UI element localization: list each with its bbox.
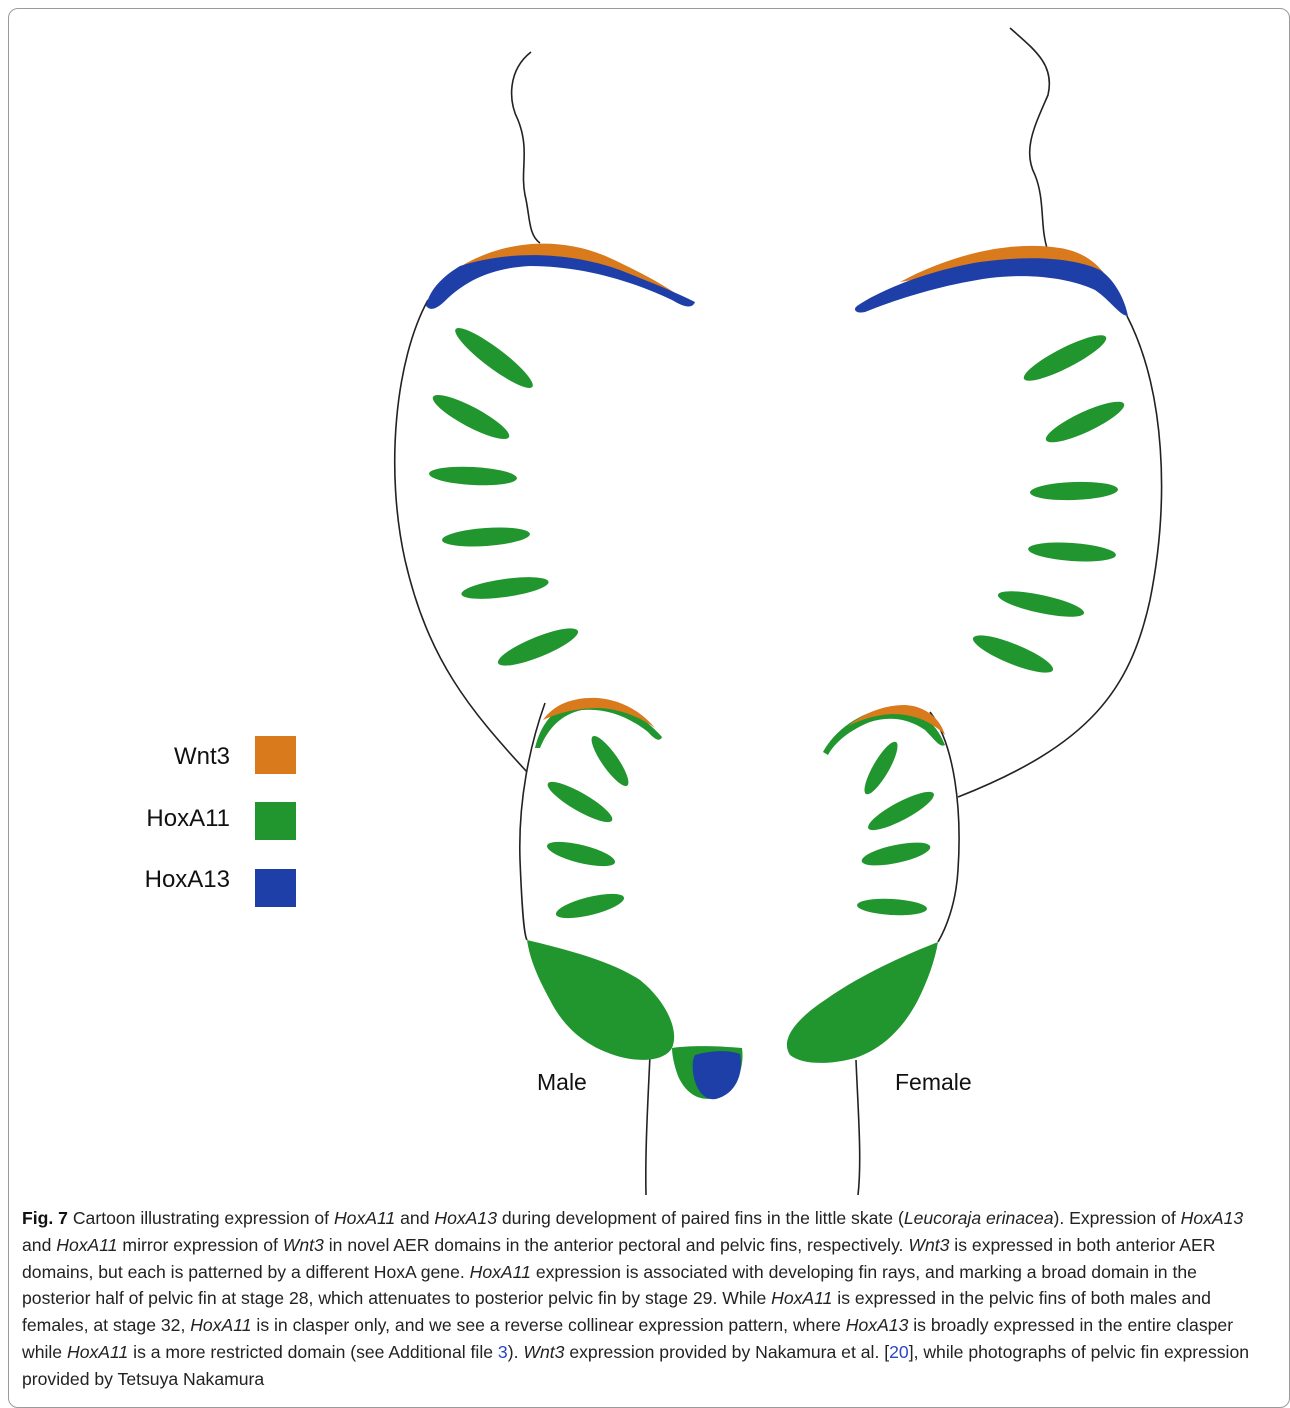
caption-text-segment: and	[22, 1235, 56, 1255]
caption-text-segment: is in clasper only, and we see a reverse…	[252, 1315, 846, 1335]
right-tail-line	[856, 1060, 860, 1195]
ray	[996, 586, 1086, 622]
clasper	[672, 1046, 743, 1099]
caption-text-segment: HoxA13	[1181, 1208, 1244, 1228]
caption-text-segment: Leucoraja erinacea	[904, 1208, 1054, 1228]
caption-reference-link[interactable]: 20	[889, 1342, 909, 1362]
ray	[860, 838, 932, 870]
caption-text-segment: HoxA11	[771, 1288, 832, 1308]
pectoral-aer-right	[855, 246, 1128, 316]
ray	[586, 732, 634, 790]
ray	[543, 776, 616, 829]
legend-swatch-hoxa11	[255, 802, 296, 840]
caption-text-segment: HoxA11	[470, 1262, 531, 1282]
ray	[545, 837, 617, 871]
caption-text-segment: and	[395, 1208, 434, 1228]
pelvic-aer-right	[823, 705, 945, 755]
right-pelvic-outline	[930, 712, 959, 942]
caption-text-segment: expression provided by Nakamura et al. [	[564, 1342, 889, 1362]
pectoral-aer-left	[426, 244, 695, 309]
legend-label-hoxa13: HoxA13	[100, 866, 230, 894]
caption-reference-link[interactable]: 3	[498, 1342, 508, 1362]
hoxa13-right-band	[855, 258, 1128, 316]
caption-text-segment: is a more restricted domain (see Additio…	[128, 1342, 498, 1362]
male-label: Male	[537, 1069, 587, 1096]
ray	[554, 889, 626, 923]
left-pelvic-rays	[543, 732, 633, 923]
legend-swatch-wnt3	[255, 736, 296, 774]
fin-cartoon	[0, 0, 1290, 1200]
ray	[857, 897, 928, 917]
caption-text-segment: Cartoon illustrating expression of	[68, 1208, 334, 1228]
caption-text-segment: HoxA13	[846, 1315, 909, 1335]
ray	[1030, 480, 1119, 501]
caption-text-segment: in novel AER domains in the anterior pec…	[324, 1235, 908, 1255]
legend-label-wnt3: Wnt3	[100, 743, 230, 771]
right-pectoral-rays	[969, 328, 1128, 679]
ray	[429, 465, 518, 488]
caption-text-segment: ). Expression of	[1053, 1208, 1180, 1228]
ray	[494, 622, 581, 673]
caption-text-segment: HoxA11	[334, 1208, 395, 1228]
left-pectoral-rays	[428, 321, 581, 672]
figure-caption: Fig. 7 Cartoon illustrating expression o…	[22, 1205, 1270, 1393]
caption-text-segment: HoxA11	[56, 1235, 117, 1255]
legend-label-hoxa11: HoxA11	[100, 805, 230, 833]
ray	[1042, 395, 1128, 449]
ray	[460, 573, 550, 603]
ray	[969, 629, 1056, 680]
hoxa11-left-posterior-domain	[527, 940, 674, 1060]
right-pelvic-rays	[857, 738, 938, 917]
caption-text-segment: HoxA11	[67, 1342, 128, 1362]
left-thread	[512, 52, 540, 243]
caption-text-segment: Wnt3	[283, 1235, 324, 1255]
caption-text-segment: Wnt3	[523, 1342, 564, 1362]
legend-swatch-hoxa13	[255, 869, 296, 907]
ray	[441, 525, 530, 549]
left-tail-line	[646, 1055, 650, 1195]
caption-text-segment: HoxA13	[434, 1208, 497, 1228]
ray	[450, 321, 539, 395]
caption-text-segment: Wnt3	[908, 1235, 949, 1255]
ray	[428, 388, 513, 446]
right-thread	[1010, 28, 1049, 248]
caption-body: Cartoon illustrating expression of HoxA1…	[22, 1208, 1249, 1389]
figure-number: Fig. 7	[22, 1208, 68, 1228]
ray	[859, 738, 903, 798]
hoxa11-right-posterior-domain	[787, 942, 938, 1063]
caption-text-segment: HoxA11	[190, 1315, 251, 1335]
caption-text-segment: during development of paired fins in the…	[497, 1208, 904, 1228]
caption-text-segment: mirror expression of	[118, 1235, 283, 1255]
ray	[864, 786, 938, 837]
ray	[1027, 540, 1116, 564]
female-label: Female	[895, 1069, 972, 1096]
caption-text-segment: ).	[508, 1342, 524, 1362]
ray	[1019, 328, 1110, 388]
